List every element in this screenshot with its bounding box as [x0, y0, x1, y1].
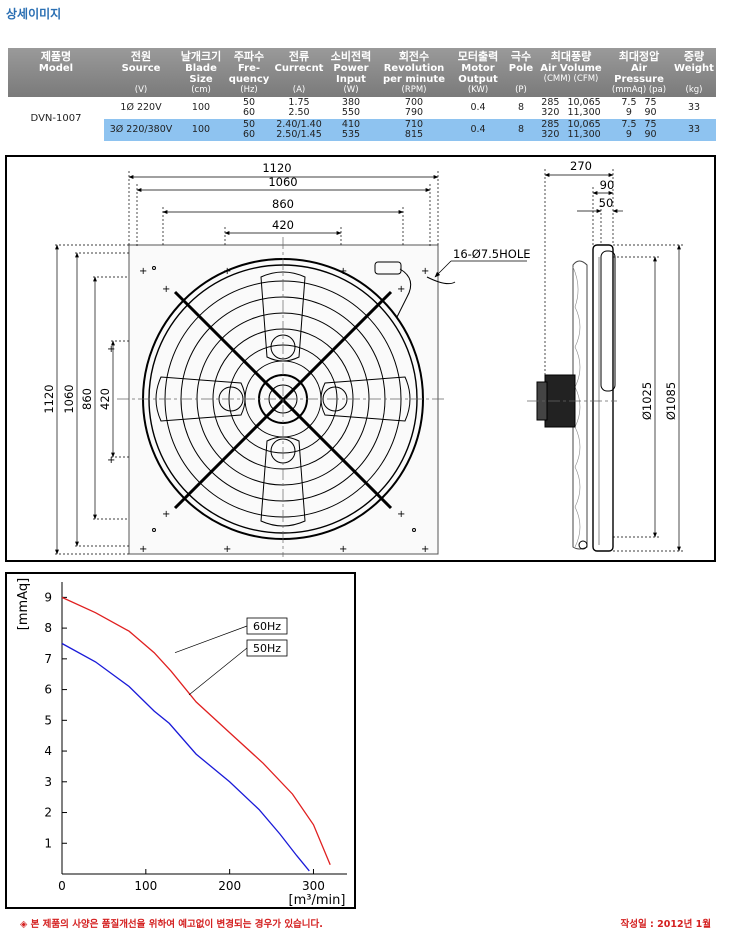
hole-note: 16-Ø7.5HOLE	[453, 247, 531, 261]
dim-h4: 420	[98, 388, 112, 410]
side-dimensions	[544, 169, 683, 552]
dim-w3: 860	[272, 197, 294, 211]
pole-cell: 8	[506, 119, 536, 141]
dim-h3: 860	[80, 388, 94, 410]
x-tick-label: 100	[134, 879, 157, 893]
svg-text:+: +	[107, 344, 115, 355]
performance-curve: 1 2 3 4 5 6 7 8 9 0 100 200 300 60Hz 50Hz [mmAq] [m³/…	[5, 572, 356, 909]
x-axis-label: [m³/min]	[289, 893, 346, 907]
technical-drawing: + + + + + + + + + + + + + +	[5, 155, 716, 562]
dim-d1: 270	[570, 159, 592, 173]
svg-text:+: +	[223, 266, 231, 277]
dim-w4: 420	[272, 218, 294, 232]
motor-cell: 0.4	[450, 119, 506, 141]
dim-w2: 1060	[268, 175, 297, 189]
svg-text:+: +	[397, 509, 405, 520]
svg-text:+: +	[339, 266, 347, 277]
svg-text:+: +	[397, 284, 405, 295]
y-tick-label: 5	[44, 713, 52, 727]
y-tick-label: 8	[44, 621, 52, 635]
blade-cell: 100	[191, 102, 211, 113]
svg-text:+: +	[421, 544, 429, 555]
svg-text:+: +	[421, 266, 429, 277]
y-tick-label: 9	[44, 590, 52, 604]
dim-h1: 1120	[42, 384, 56, 413]
front-view: + + + + + + + + + + + + + +	[107, 237, 456, 557]
motor-cell: 0.4	[470, 102, 486, 113]
y-tick-label: 2	[44, 806, 52, 820]
dim-h2: 1060	[62, 384, 76, 413]
y-tick-label: 3	[44, 775, 52, 789]
x-tick-label: 0	[58, 879, 66, 893]
pole-cell: 8	[517, 102, 525, 113]
svg-text:+: +	[162, 509, 170, 520]
legend-leader	[174, 625, 248, 653]
y-tick-label: 7	[44, 652, 52, 666]
model-cell: DVN-1007	[30, 113, 82, 124]
legend-leader	[188, 647, 248, 696]
legend-label-50Hz: 50Hz	[253, 642, 281, 655]
dim-d3: 50	[599, 196, 614, 210]
svg-text:+: +	[139, 544, 147, 555]
svg-text:+: +	[107, 455, 115, 466]
front-dimensions	[55, 171, 527, 555]
svg-text:+: +	[339, 544, 347, 555]
y-tick-label: 4	[44, 744, 52, 758]
dim-w1: 1120	[262, 161, 291, 175]
svg-text:+: +	[162, 284, 170, 295]
blade-cell: 100	[178, 119, 224, 141]
y-axis-label: [mmAq]	[16, 578, 31, 630]
weight-cell: 33	[672, 119, 716, 141]
legend-label-60Hz: 60Hz	[253, 620, 281, 633]
source-cell: 1Ø 220V	[120, 102, 162, 113]
side-view	[527, 244, 617, 552]
series-line-50Hz	[61, 642, 310, 872]
dim-d2: 90	[600, 178, 615, 192]
source-cell: 3Ø 220/380V	[104, 119, 178, 141]
x-tick-label: 300	[302, 879, 325, 893]
footer-date: 작성일 : 2012년 1월	[620, 919, 711, 930]
weight-cell: 33	[687, 102, 701, 113]
series-line-60Hz	[61, 596, 331, 866]
y-tick-label: 6	[44, 683, 52, 697]
svg-text:+: +	[139, 266, 147, 277]
y-tick-label: 1	[44, 836, 52, 850]
svg-text:+: +	[223, 544, 231, 555]
x-tick-label: 200	[218, 879, 241, 893]
section-title: 상세이미지	[6, 7, 62, 21]
dim-dia2: Ø1085	[664, 382, 678, 420]
dim-dia1: Ø1025	[640, 382, 654, 420]
footer-note: ◈ 본 제품의 사양은 품질개선을 위하여 예고없이 변경되는 경우가 있습니다…	[20, 919, 323, 930]
